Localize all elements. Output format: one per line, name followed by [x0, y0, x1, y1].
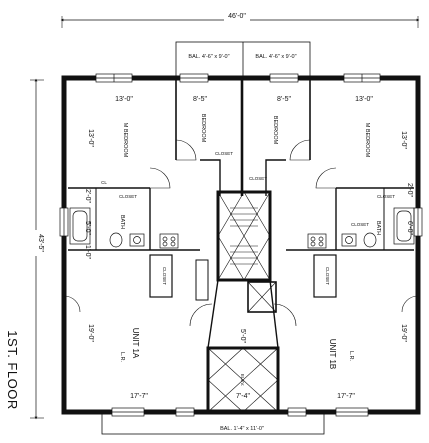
- unit-1b-closet-b-label: CLOSET: [351, 222, 369, 227]
- unit-1a-name: UNIT 1A: [131, 328, 140, 359]
- unit-1a-master-bedroom-label: M BEDROOM: [122, 123, 128, 158]
- unit-1a-bedroom-label: BEDROOM: [200, 114, 206, 143]
- windows: [59, 73, 423, 417]
- unit-1a-lr-width: 17'-7": [130, 393, 148, 400]
- unit-1b-lr-width: 17'-7": [337, 393, 355, 400]
- unit-1a-bath-label: BATH: [119, 215, 125, 229]
- unit-1b-lr-depth: 19'-0": [400, 324, 407, 342]
- unit-1b-name: UNIT 1B: [328, 339, 337, 370]
- core-closet-left-label: CLOSET: [215, 151, 233, 156]
- kitchen-fixtures: [159, 233, 327, 249]
- unit-1b-closet2-label: CLOSET: [325, 267, 330, 285]
- unit-1b-bedroom-depth: 13'-0": [400, 131, 407, 149]
- balcony-top-left-label: BAL. 4'-6" x 9'-0": [188, 54, 229, 60]
- unit-1b-master-bedroom-label: M BEDROOM: [364, 123, 370, 158]
- core-labels: 5'-0" ELEV. 7'-4": [236, 329, 250, 400]
- unit-1a-cl-label: CL: [101, 180, 107, 185]
- unit-1b: 13'-0" 8'-5" 13'-0" M BEDROOM BEDROOM CL…: [249, 96, 413, 400]
- stair-core: [206, 190, 280, 414]
- overall-width-dimension: 46'-0": [60, 10, 420, 28]
- overall-width-label: 46'-0": [228, 13, 246, 20]
- floor-title: 1ST. FLOOR: [5, 330, 20, 409]
- unit-1a-dim-1-0: 1'-0": [84, 245, 91, 259]
- unit-1a-lr-label: L.R.: [119, 352, 125, 363]
- unit-1b-bedroom2-width: 8'-5": [277, 96, 291, 103]
- unit-1a-closet-label: CLOSET: [119, 194, 137, 199]
- unit-1b-closet-label: CLOSET: [377, 194, 395, 199]
- unit-1a: 13'-0" 8'-5" 13'-0" M BEDROOM BEDROOM CL…: [84, 96, 233, 400]
- unit-1b-bath-label: BATH: [375, 221, 381, 235]
- unit-1b-dim-6-0: 6'-0": [406, 221, 413, 235]
- core-stair-dim: 5'-0": [239, 329, 246, 343]
- unit-1b-bedroom-label: BEDROOM: [272, 116, 278, 145]
- overall-depth-label: 43'-5": [37, 234, 44, 252]
- interior-walls: [68, 78, 414, 301]
- unit-1a-dim-5-0: 5'-0": [84, 221, 91, 235]
- unit-1b-dim-2-0: 2'-0": [406, 183, 413, 197]
- door-swings: [63, 139, 419, 327]
- top-balconies: BAL. 4'-6" x 9'-0" BAL. 4'-6" x 9'-0": [175, 41, 311, 77]
- unit-1a-bedroom2-width: 8'-5": [193, 96, 207, 103]
- core-elevator-label: ELEV.: [240, 374, 245, 386]
- balcony-top-right-label: BAL. 4'-6" x 9'-0": [255, 54, 296, 60]
- unit-1a-bedroom-width: 13'-0": [115, 96, 133, 103]
- core-closet-right-label: CLOSET: [249, 176, 267, 181]
- bathroom-fixtures: [69, 207, 415, 248]
- unit-1b-lr-label: L.R.: [348, 351, 354, 362]
- unit-1a-bedroom-depth: 13'-0": [87, 129, 94, 147]
- unit-1a-lr-depth: 19'-0": [87, 324, 94, 342]
- core-elevator-dim: 7'-4": [236, 393, 250, 400]
- balcony-bottom-label: BAL. 1'-4" x 11'-0": [220, 426, 264, 432]
- unit-1b-bedroom-width: 13'-0": [355, 96, 373, 103]
- unit-1a-dim-2-0: 2'-0": [84, 189, 91, 203]
- unit-1a-closet2-label: CLOSET: [162, 267, 167, 285]
- overall-depth-dimension: 43'-5": [30, 78, 44, 420]
